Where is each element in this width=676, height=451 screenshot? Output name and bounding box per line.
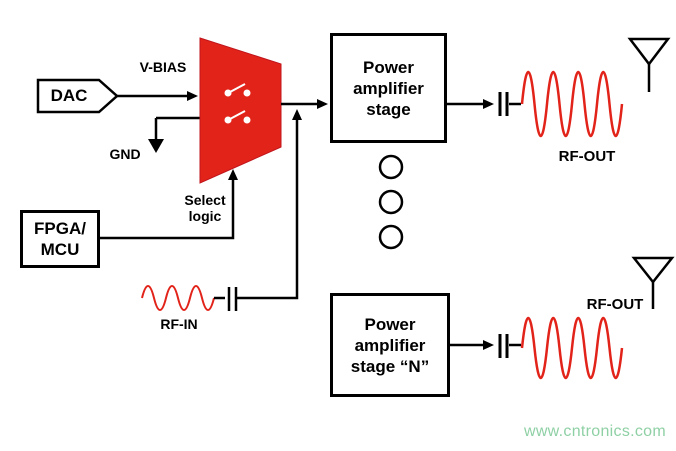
rf-in-sine-wave-icon <box>141 285 215 311</box>
rf-out-bottom-label: RF-OUT <box>586 296 644 313</box>
dac-label: DAC <box>50 86 88 106</box>
rf-out-top-sine-wave-icon <box>520 70 624 138</box>
rf-out-top-label: RF-OUT <box>558 148 616 165</box>
select-logic-connector <box>100 169 238 240</box>
antenna-bottom-icon <box>631 256 675 309</box>
mux-switch-icon <box>199 37 282 184</box>
rf-out-bottom-sine-wave-icon <box>520 316 624 380</box>
paN-label-line1: Power <box>364 314 416 334</box>
select-logic-line1: Select <box>184 192 226 208</box>
pa1-output-connector <box>447 92 521 116</box>
dac-to-mux-connector <box>117 91 198 101</box>
dac-shape <box>36 78 119 114</box>
pa-stage-1-block: Power amplifier stage <box>330 33 447 143</box>
fpga-label-line2: MCU <box>40 240 80 259</box>
switch-contacts-icon <box>224 83 251 124</box>
pa1-label-line3: stage <box>366 99 411 119</box>
fpga-label-line1: FPGA/ <box>34 219 86 238</box>
vertical-dots-icon <box>378 154 404 250</box>
gnd-label: GND <box>109 146 141 162</box>
fpga-block: FPGA/ MCU <box>20 210 100 268</box>
ground-arrow-icon <box>148 116 200 153</box>
pa-stage-n-block: Power amplifier stage “N” <box>330 293 450 397</box>
watermark: www.cntronics.com <box>523 423 666 440</box>
paN-output-connector <box>450 334 521 358</box>
paN-label-line2: amplifier <box>354 335 426 355</box>
pa1-label-line1: Power <box>362 57 415 77</box>
select-logic-line2: logic <box>188 208 222 225</box>
paN-label-line3: stage “N” <box>350 356 430 376</box>
rf-in-connector <box>214 109 302 311</box>
pa1-label-line2: amplifier <box>353 78 424 98</box>
select-logic-label: Select logic <box>178 192 232 224</box>
rf-in-label: RF-IN <box>160 316 198 332</box>
dac-block: DAC <box>38 80 100 112</box>
mux-output-connector <box>281 99 328 109</box>
antenna-top-icon <box>627 37 671 92</box>
v-bias-label: V-BIAS <box>139 59 187 75</box>
